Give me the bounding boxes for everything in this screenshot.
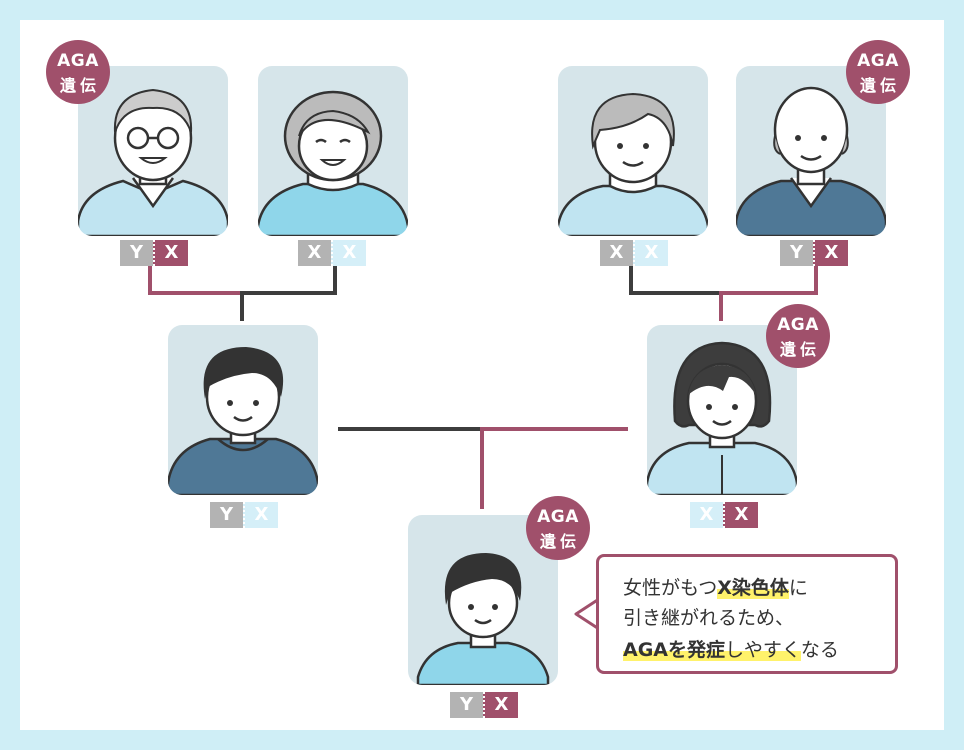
chromosome-y: Y: [780, 240, 813, 266]
paternal-grandmother-card: [258, 66, 408, 236]
aga-badge: AGA 遺伝: [766, 304, 830, 368]
chromosome-x: X: [331, 240, 366, 266]
mother-icon: [647, 341, 797, 495]
highlight-prone: しやすく: [725, 639, 801, 661]
chromosome-x: X: [298, 240, 331, 266]
chromosome-pair-gf-paternal: Y X: [120, 240, 188, 266]
chromosome-y: Y: [210, 502, 243, 528]
chromosome-pair-gm-paternal: X X: [298, 240, 366, 266]
aga-badge-line1: AGA: [57, 51, 99, 71]
chromosome-pair-father: Y X: [210, 502, 278, 528]
chromosome-x: X: [633, 240, 668, 266]
chromosome-pair-mother: X X: [690, 502, 758, 528]
connector-mother-child: [480, 427, 628, 431]
chromosome-pair-child: Y X: [450, 692, 518, 718]
connector-gm-maternal-h: [629, 291, 723, 295]
grandfather-glasses-icon: [78, 88, 228, 236]
bubble-line-3: AGAを発症しやすくなる: [623, 635, 839, 662]
speech-bubble-tail: [574, 597, 600, 631]
aga-badge-line1: AGA: [537, 507, 579, 527]
connector-gm-maternal: [629, 265, 633, 295]
child-icon: [416, 553, 550, 685]
grandfather-bald-icon: [736, 86, 886, 236]
explanation-speech-bubble: 女性がもつX染色体に 引き継がれるため、 AGAを発症しやすくなる: [596, 554, 898, 674]
bubble-text: に: [788, 577, 808, 599]
father-icon: [168, 347, 318, 495]
chromosome-x: X: [153, 240, 188, 266]
highlight-x-chromosome: X染色体: [717, 577, 789, 599]
grandmother-icon: [258, 90, 408, 236]
aga-badge: AGA 遺伝: [526, 496, 590, 560]
chromosome-x: X: [600, 240, 633, 266]
aga-badge-line2: 遺伝: [859, 76, 900, 95]
mother-card: [647, 325, 797, 495]
chromosome-pair-gf-maternal: Y X: [780, 240, 848, 266]
aga-badge-line2: 遺伝: [779, 340, 820, 359]
connector-gm-paternal-h: [240, 291, 337, 295]
paternal-grandfather-card: [78, 66, 228, 236]
connector-gf-maternal-h: [719, 291, 818, 295]
bubble-line-2: 引き継がれるため、: [623, 607, 795, 629]
bubble-line-1: 女性がもつX染色体に: [623, 573, 808, 600]
connector-child-v: [480, 427, 484, 509]
chromosome-x: X: [723, 502, 758, 528]
connector-father-child: [338, 427, 482, 431]
chromosome-x: X: [483, 692, 518, 718]
connector-gf-maternal: [814, 265, 818, 295]
highlight-aga-onset: AGAを発症: [623, 639, 726, 661]
bubble-text: 女性がもつ: [623, 577, 718, 599]
chromosome-y: Y: [450, 692, 483, 718]
aga-badge: AGA 遺伝: [46, 40, 110, 104]
connector-gm-paternal: [333, 265, 337, 295]
maternal-grandmother-card: [558, 66, 708, 236]
father-card: [168, 325, 318, 495]
connector-father-v: [240, 291, 244, 321]
grandmother-icon: [558, 92, 708, 236]
chromosome-x: X: [813, 240, 848, 266]
bubble-text: なる: [800, 639, 839, 661]
chromosome-y: Y: [120, 240, 153, 266]
connector-mother-v: [719, 291, 723, 321]
chromosome-x: X: [243, 502, 278, 528]
chromosome-pair-gm-maternal: X X: [600, 240, 668, 266]
aga-badge: AGA 遺伝: [846, 40, 910, 104]
aga-badge-line1: AGA: [777, 315, 819, 335]
aga-badge-line2: 遺伝: [539, 532, 580, 551]
chromosome-x: X: [690, 502, 723, 528]
aga-badge-line2: 遺伝: [59, 76, 100, 95]
aga-badge-line1: AGA: [857, 51, 899, 71]
connector-gf-paternal-h: [148, 291, 242, 295]
connector-gf-paternal: [148, 265, 152, 295]
